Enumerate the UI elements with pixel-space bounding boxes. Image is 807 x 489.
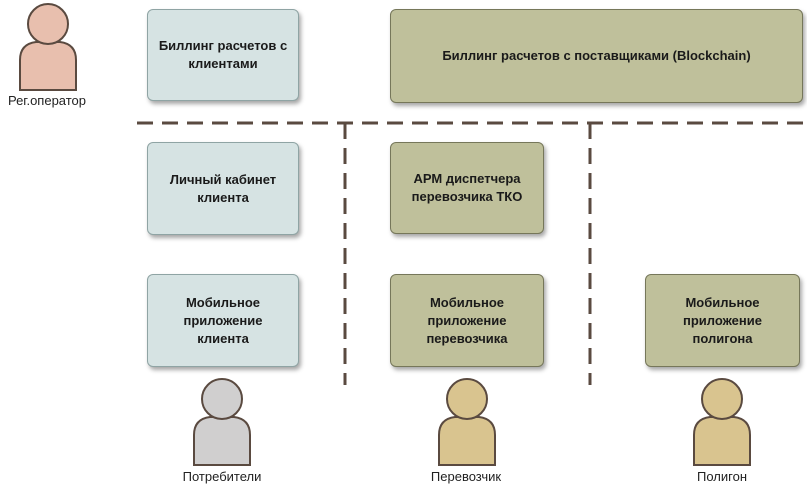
dispatcher-arm-box: АРМ диспетчера перевозчика ТКО <box>390 142 544 234</box>
carrier-mobile-label: Мобильное приложение перевозчика <box>426 294 508 346</box>
landfill-label: Полигон <box>696 469 748 484</box>
billing-clients-box: Биллинг расчетов с клиентами <box>147 9 299 101</box>
reg-operator-label: Рег.оператор <box>7 93 87 108</box>
billing-suppliers-label: Биллинг расчетов с поставщиками (Blockch… <box>442 48 751 63</box>
reg-operator-person-icon <box>19 3 77 91</box>
client-mobile-box: Мобильное приложение клиента <box>147 274 299 367</box>
landfill-person-icon <box>693 378 751 466</box>
consumers-person-icon <box>193 378 251 466</box>
carrier-person-icon <box>438 378 496 466</box>
client-cabinet-box: Личный кабинет клиента <box>147 142 299 235</box>
carrier-mobile-box: Мобильное приложение перевозчика <box>390 274 544 367</box>
dispatcher-arm-label: АРМ диспетчера перевозчика ТКО <box>411 171 523 204</box>
consumers-label: Потребители <box>182 469 262 484</box>
billing-suppliers-box: Биллинг расчетов с поставщиками (Blockch… <box>390 9 803 103</box>
carrier-label: Перевозчик <box>430 469 502 484</box>
billing-clients-label: Биллинг расчетов с клиентами <box>158 38 288 71</box>
landfill-mobile-box: Мобильное приложение полигона <box>645 274 800 367</box>
landfill-mobile-label: Мобильное приложение полигона <box>683 294 762 346</box>
client-mobile-label: Мобильное приложение клиента <box>183 294 263 346</box>
client-cabinet-label: Личный кабинет клиента <box>169 171 277 205</box>
